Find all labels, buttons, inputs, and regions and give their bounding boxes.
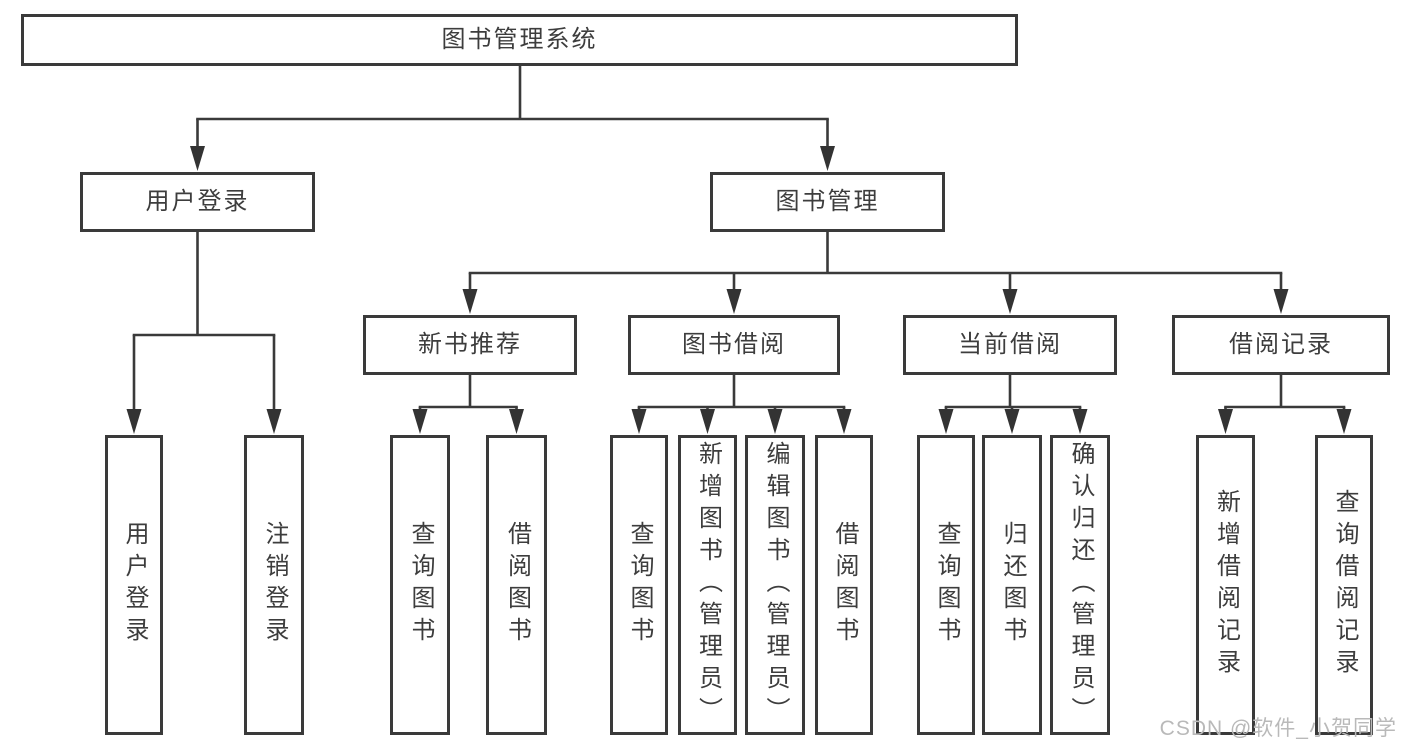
node-book-borrow: 图书借阅 xyxy=(628,315,840,375)
node-label: 图书管理系统 xyxy=(441,26,598,53)
node-label: 图书借阅 xyxy=(682,331,786,358)
leaf-edit-book-admin: 编辑图书（管理员） xyxy=(745,435,805,735)
node-label: 归还图书 xyxy=(999,521,1026,649)
node-borrow-records: 借阅记录 xyxy=(1172,315,1390,375)
node-label: 查询图书 xyxy=(626,521,653,649)
csdn-watermark: CSDN @软件_小贺同学 xyxy=(1159,717,1397,740)
node-label: 用户登录 xyxy=(121,521,148,649)
node-label: 借阅图书 xyxy=(503,521,531,649)
node-book-management: 图书管理 xyxy=(710,172,945,232)
node-book-management-system: 图书管理系统 xyxy=(21,14,1018,66)
node-label: 查询借阅记录 xyxy=(1331,489,1358,681)
leaf-add-borrow-record: 新增借阅记录 xyxy=(1196,435,1255,735)
node-label: 新增借阅记录 xyxy=(1212,489,1240,681)
node-label: 编辑图书（管理员） xyxy=(762,441,789,729)
node-label: 当前借阅 xyxy=(958,331,1062,358)
node-new-book-recommend: 新书推荐 xyxy=(363,315,577,375)
node-label: 查询图书 xyxy=(933,521,960,649)
leaf-return-book: 归还图书 xyxy=(982,435,1042,735)
node-label: 用户登录 xyxy=(145,188,250,215)
leaf-logout: 注销登录 xyxy=(244,435,304,735)
leaf-user-login: 用户登录 xyxy=(105,435,163,735)
leaf-add-book-admin: 新增图书（管理员） xyxy=(678,435,737,735)
leaf-query-books-current: 查询图书 xyxy=(917,435,975,735)
leaf-confirm-return-admin: 确认归还（管理员） xyxy=(1050,435,1110,735)
node-label: 图书管理 xyxy=(775,188,880,215)
node-current-borrow: 当前借阅 xyxy=(903,315,1117,375)
leaf-query-books-recommend: 查询图书 xyxy=(390,435,450,735)
leaf-query-borrow-record: 查询借阅记录 xyxy=(1315,435,1373,735)
leaf-borrow-books: 借阅图书 xyxy=(815,435,873,735)
node-label: 注销登录 xyxy=(261,521,288,649)
leaf-borrow-books-recommend: 借阅图书 xyxy=(486,435,547,735)
node-label: 借阅图书 xyxy=(831,521,858,649)
node-label: 查询图书 xyxy=(407,521,434,649)
node-label: 借阅记录 xyxy=(1229,331,1333,358)
leaf-query-books: 查询图书 xyxy=(610,435,668,735)
node-label: 新增图书（管理员） xyxy=(694,441,722,729)
node-label: 新书推荐 xyxy=(418,331,522,358)
node-user-login: 用户登录 xyxy=(80,172,315,232)
node-label: 确认归还（管理员） xyxy=(1067,441,1094,729)
